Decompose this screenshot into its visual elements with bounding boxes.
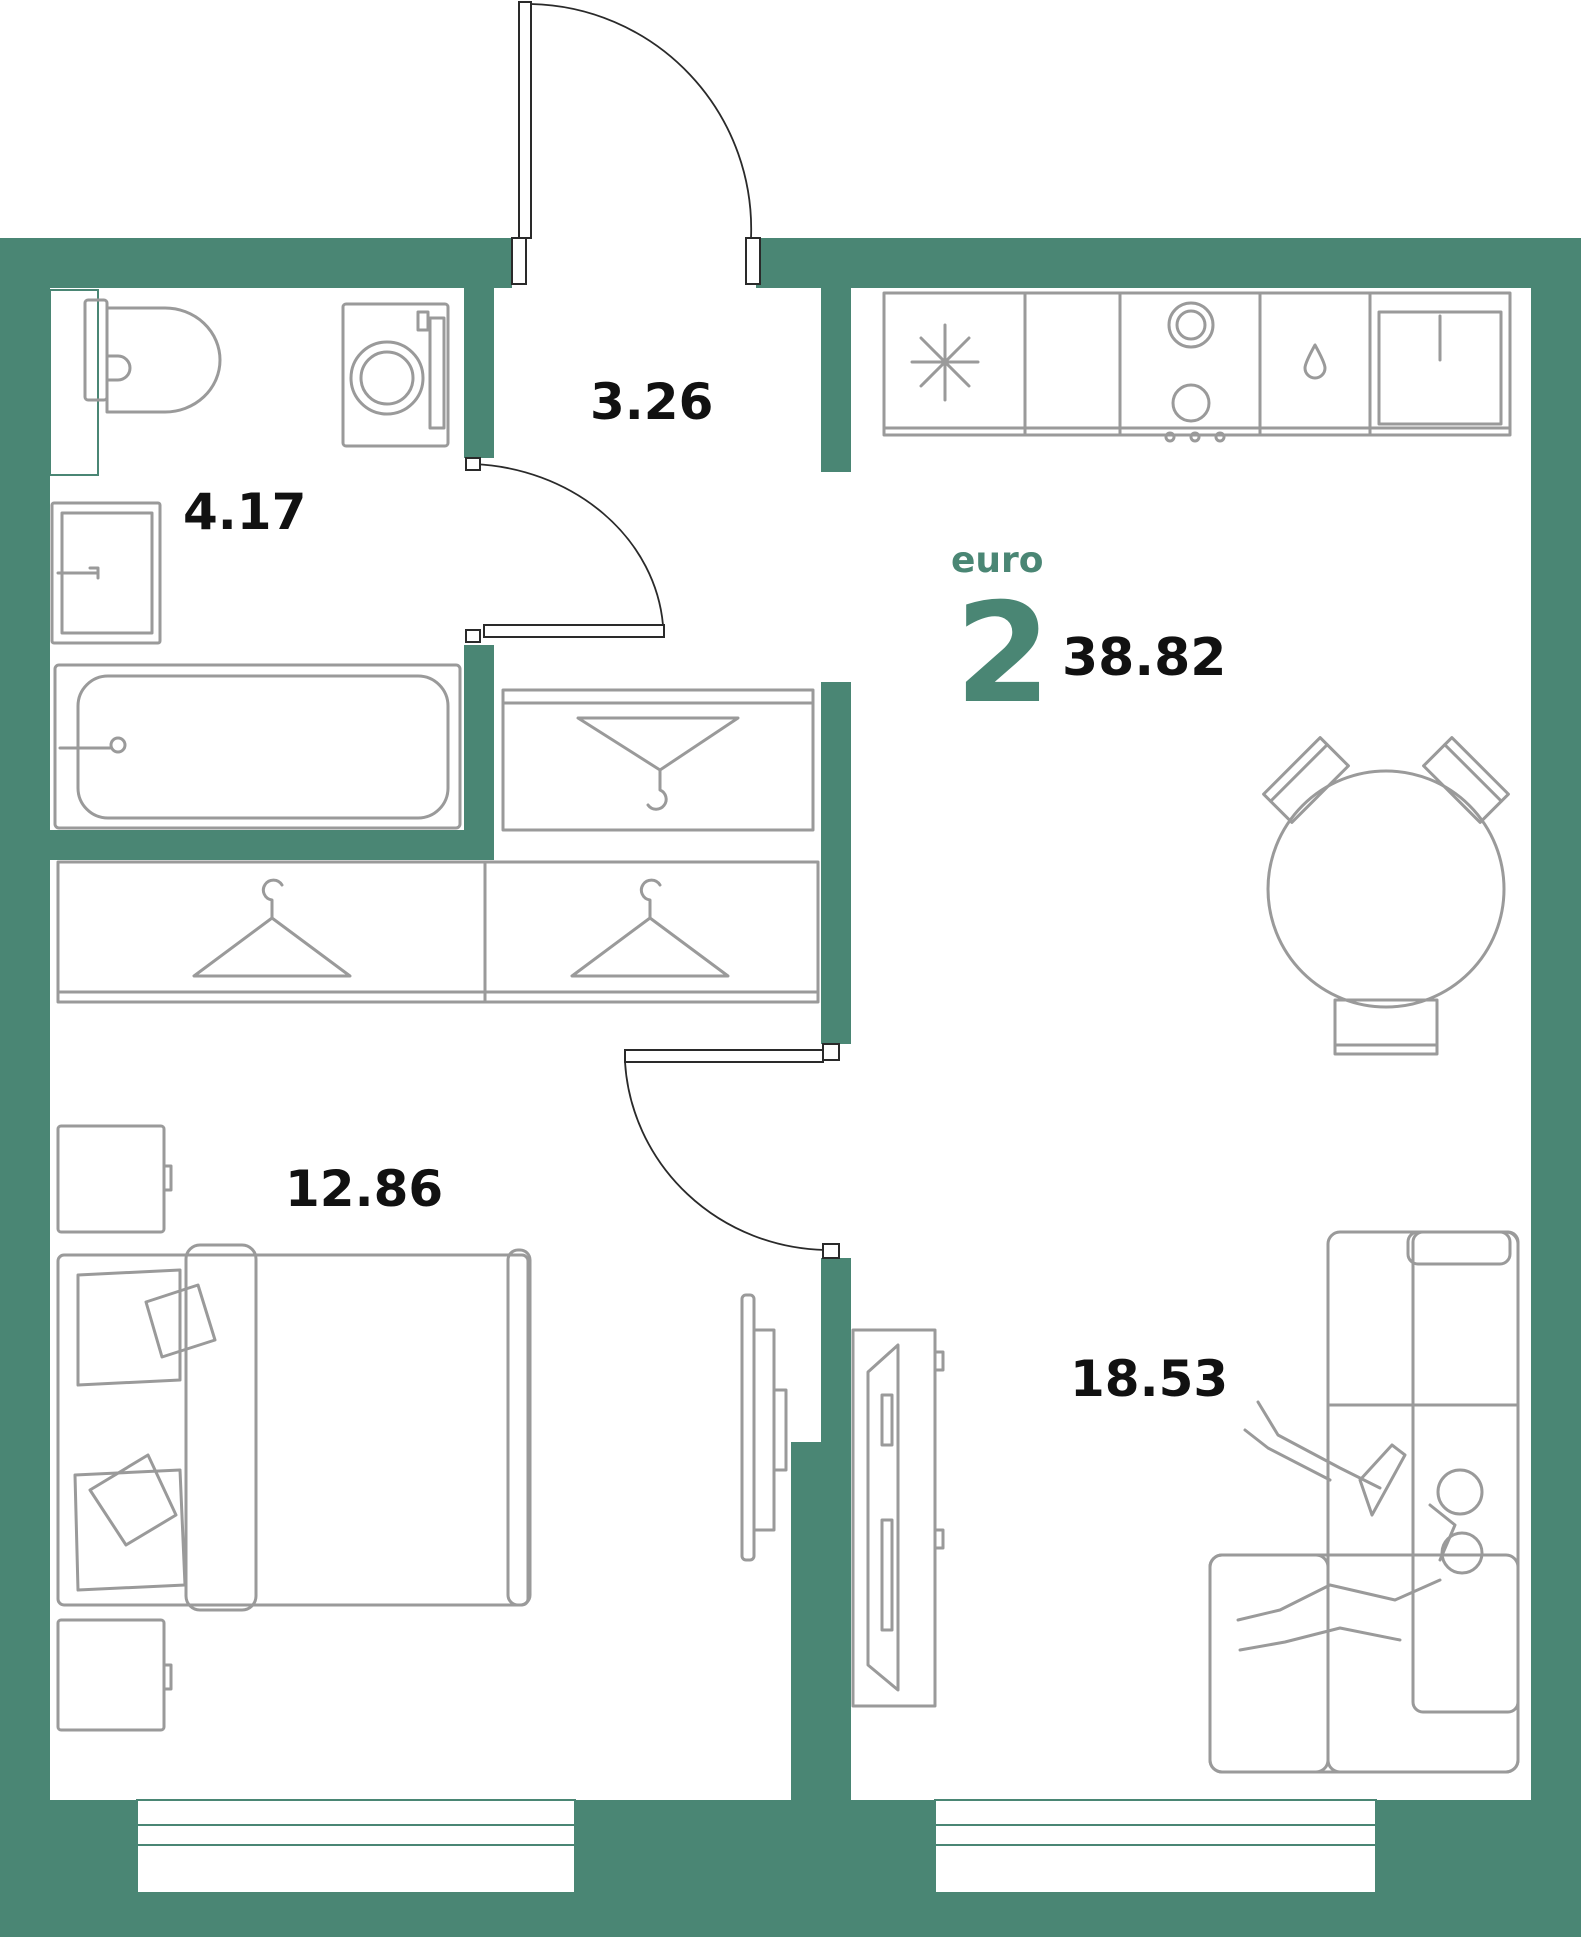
dining-set (1262, 736, 1510, 1056)
living-furniture (851, 1230, 1520, 1774)
bathroom-fixtures (50, 298, 462, 830)
bed (56, 1243, 532, 1612)
wall-bedroom-living (791, 1442, 851, 1800)
bathroom-door-leaf (483, 624, 665, 638)
living-kitchen-area-label: 18.53 (1070, 1350, 1229, 1408)
wall-closet-living (821, 682, 851, 1044)
wall-left (0, 238, 50, 1937)
bedroom-door-leaf (624, 1049, 824, 1063)
wall-kitchen-stub (821, 288, 851, 472)
corner-sofa (1208, 1230, 1520, 1774)
washing-machine (341, 302, 450, 448)
walls (0, 238, 1581, 1937)
entrance-jamb-left (511, 237, 527, 285)
window-living (934, 1799, 1377, 1894)
entrance-door-leaf (518, 1, 532, 239)
bedroom-door-hinge-2 (822, 1243, 840, 1259)
bathroom-door-hinge-2 (465, 629, 481, 643)
wall-bedroom-living-upper (821, 1258, 851, 1442)
bedroom-door-hinge (822, 1043, 840, 1061)
kitchen-counter (882, 291, 1512, 443)
people-on-sofa (1236, 1400, 1484, 1652)
hall-area-label: 3.26 (590, 373, 714, 431)
wall-bath-hall-lower (464, 645, 494, 835)
wall-bath-hall (464, 288, 494, 458)
snowflake-icon (910, 323, 980, 402)
bathroom-door-hinge (465, 457, 481, 471)
hall-wardrobe (501, 688, 815, 832)
window-bedroom (136, 1799, 576, 1894)
water-drop-icon (1303, 343, 1327, 380)
room-count: 2 (955, 573, 1052, 734)
bathtub (53, 663, 462, 830)
wall-top-left (0, 238, 512, 288)
toilet (83, 298, 222, 414)
total-area-label: 38.82 (1062, 628, 1227, 688)
wall-top-right (756, 238, 1581, 288)
wall-bottom-strip (0, 1893, 1581, 1937)
bathroom-area-label: 4.17 (183, 483, 307, 541)
bedroom-door-swing (624, 1061, 826, 1251)
doors (465, 1, 840, 1259)
layout-type-label: euro (951, 540, 1044, 581)
bedroom-area-label: 12.86 (285, 1160, 444, 1218)
bedroom-tv (740, 1293, 788, 1562)
windows (49, 289, 1377, 1894)
tv-unit (851, 1328, 945, 1708)
wall-right (1531, 238, 1581, 1937)
bedroom-furniture (56, 1124, 788, 1732)
kitchen-sink (1377, 310, 1503, 426)
bathroom-door-swing (473, 463, 664, 626)
entrance-door-swing (530, 3, 753, 239)
entrance-jamb-right (745, 237, 761, 285)
stove (1164, 301, 1226, 443)
nightstand-top (56, 1124, 173, 1234)
bedroom-wardrobe (56, 860, 820, 1004)
window-bath-edge (49, 289, 99, 476)
nightstand-bottom (56, 1618, 173, 1732)
wall-bath-bedroom (50, 830, 494, 860)
sink (50, 501, 162, 645)
